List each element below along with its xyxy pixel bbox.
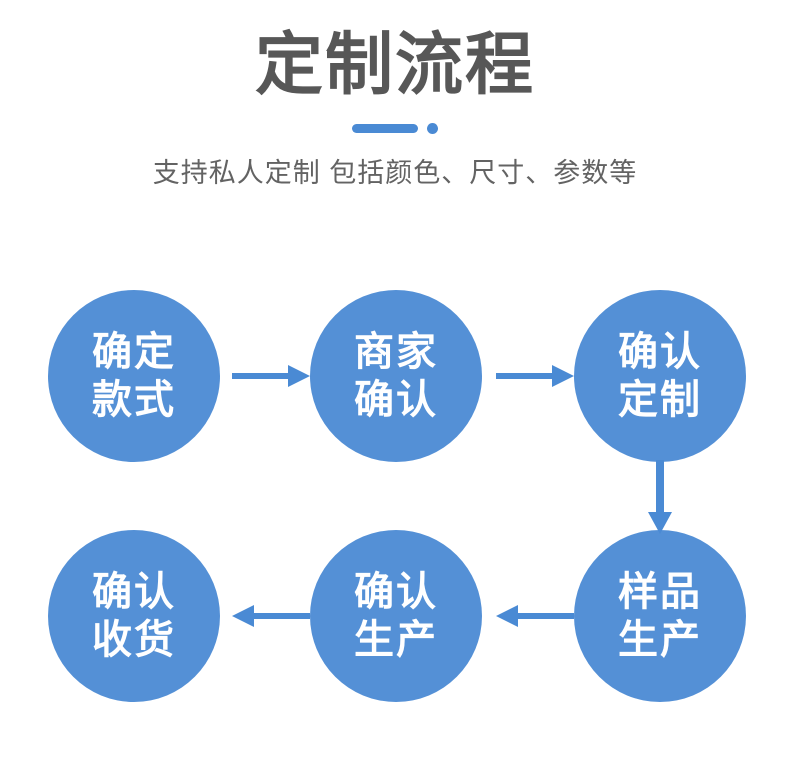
- arrow-left-icon: [496, 605, 574, 627]
- page-subtitle: 支持私人定制 包括颜色、尺寸、参数等: [152, 158, 638, 188]
- flow-node-confirm-receipt: 确认 收货: [48, 530, 220, 702]
- flow-node-label-line2: 确认: [354, 378, 438, 422]
- flow-node-sample-production: 样品 生产: [574, 530, 746, 702]
- arrow-down-icon: [648, 460, 672, 534]
- flow-node-merchant-confirm: 商家 确认: [310, 290, 482, 462]
- divider-dot-icon: [427, 122, 438, 134]
- flow-node-label-line2: 收货: [92, 618, 176, 662]
- flow-node-label-line1: 样品: [618, 570, 702, 614]
- page-title: 定制流程: [254, 27, 535, 103]
- flow-node-confirm-custom: 确认 定制: [574, 290, 746, 462]
- process-flow-diagram: 确定 款式 商家 确认 确认 定制 样品 生产 确认 生产 确认 收货: [0, 262, 790, 732]
- flow-node-label-line2: 款式: [92, 378, 176, 422]
- flow-node-label-line1: 确定: [92, 330, 176, 374]
- title-divider: [0, 122, 790, 134]
- flow-node-label-line2: 定制: [618, 378, 702, 422]
- arrow-left-icon: [232, 605, 310, 627]
- flow-node-label-line2: 生产: [354, 618, 438, 662]
- flow-node-label-line1: 确认: [92, 570, 176, 614]
- flow-node-label-line1: 确认: [618, 330, 702, 374]
- flow-node-confirm-production: 确认 生产: [310, 530, 482, 702]
- flow-node-label-line1: 确认: [354, 570, 438, 614]
- flow-node-label-line1: 商家: [354, 330, 438, 374]
- divider-bar-icon: [352, 123, 418, 133]
- arrow-right-icon: [232, 365, 310, 387]
- flow-node-confirm-style: 确定 款式: [48, 290, 220, 462]
- flow-node-label-line2: 生产: [618, 618, 702, 662]
- header: 定制流程 支持私人定制 包括颜色、尺寸、参数等: [0, 0, 790, 190]
- arrow-right-icon: [496, 365, 574, 387]
